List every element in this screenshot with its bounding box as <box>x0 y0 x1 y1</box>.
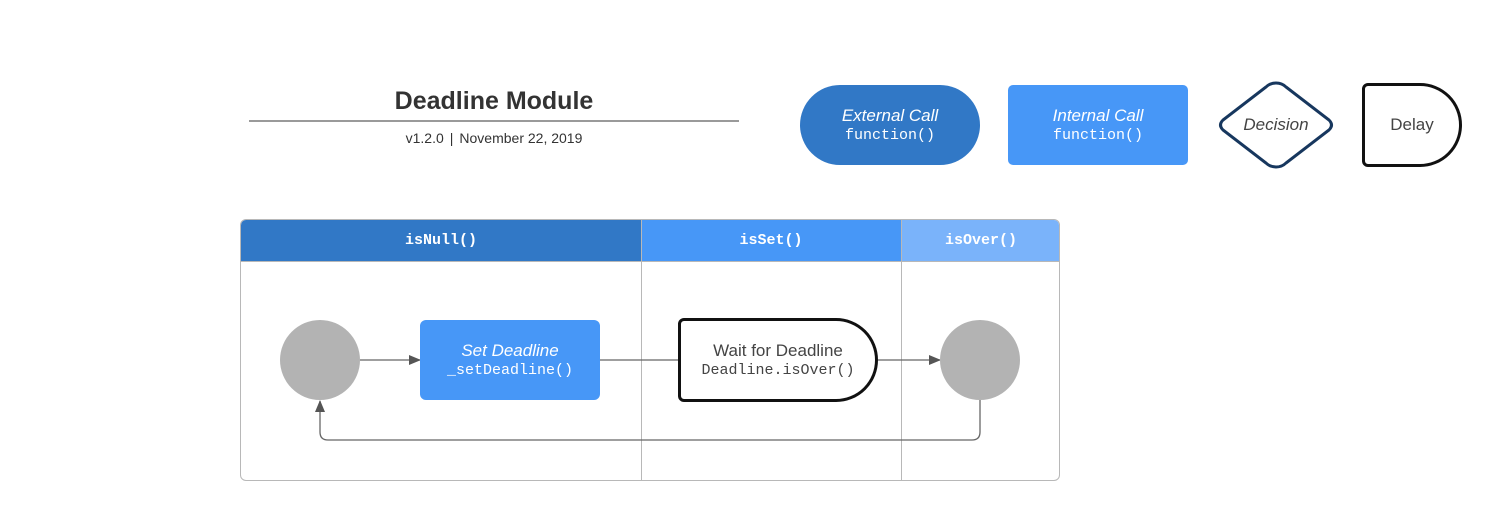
set-deadline-code: _setDeadline() <box>446 362 574 379</box>
end-node[interactable] <box>940 320 1020 400</box>
date-text: November 22, 2019 <box>459 130 583 146</box>
lane-header-isset[interactable]: isSet() <box>641 220 901 261</box>
lane-divider <box>641 220 642 480</box>
lane-header-divider <box>241 261 1059 262</box>
arrow-loop-back-to-start <box>315 400 981 441</box>
wait-for-deadline-label: Wait for Deadline <box>713 341 843 360</box>
legend-delay[interactable]: Delay <box>1362 83 1462 167</box>
legend-external-call-label: External Call <box>841 106 939 125</box>
lane-header-isnull[interactable]: isNull() <box>241 220 641 261</box>
legend-internal-call-label: Internal Call <box>1052 106 1144 125</box>
legend-internal-call-code: function() <box>1052 127 1143 144</box>
legend-internal-call[interactable]: Internal Call function() <box>1008 85 1188 165</box>
legend-external-call-code: function() <box>844 127 935 144</box>
wait-for-deadline-code: Deadline.isOver() <box>701 362 855 379</box>
start-node[interactable] <box>280 320 360 400</box>
wait-for-deadline-node[interactable]: Wait for Deadline Deadline.isOver() <box>678 318 878 402</box>
subtitle: v1.2.0 | November 22, 2019 <box>249 130 739 146</box>
module-header: Deadline Module v1.2.0 | November 22, 2019 <box>249 86 739 146</box>
legend-delay-label: Delay <box>1390 115 1434 134</box>
subtitle-separator: | <box>449 130 454 146</box>
set-deadline-label: Set Deadline <box>461 341 559 360</box>
title-divider <box>249 120 739 122</box>
set-deadline-node[interactable]: Set Deadline _setDeadline() <box>420 320 600 400</box>
version-text: v1.2.0 <box>405 130 444 146</box>
lane-header-isover[interactable]: isOver() <box>901 220 1059 261</box>
page-title: Deadline Module <box>394 87 594 115</box>
legend-decision-diamond[interactable] <box>1216 80 1336 170</box>
legend-decision-label: Decision <box>1243 115 1309 134</box>
lane-divider <box>901 220 902 480</box>
swimlane-diagram: isNull() isSet() isOver() <box>240 219 1060 481</box>
legend-external-call[interactable]: External Call function() <box>800 85 980 165</box>
